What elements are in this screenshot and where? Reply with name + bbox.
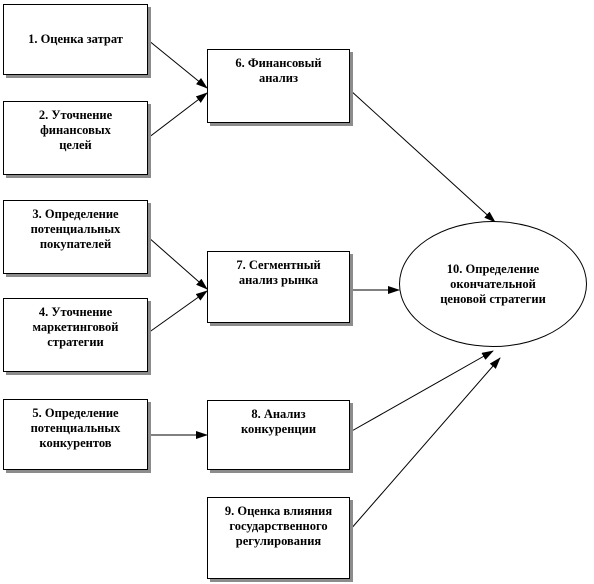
arrow-n4-to-n7 — [147, 290, 208, 334]
node-financial-analysis-label: 6. Финансовый анализ — [235, 56, 322, 85]
node-marketing-strategy-label: 4. Уточнение маркетинговой стратегии — [32, 305, 119, 349]
node-potential-competitors: 5. Определение потенциальных конкурентов — [3, 399, 148, 470]
arrow-n2-to-n6 — [147, 92, 208, 139]
node-potential-buyers: 3. Определение потенциальных покупателей — [3, 200, 148, 274]
node-government-regulation-label: 9. Оценка влияния государственного регул… — [224, 504, 333, 548]
arrow-n9-to-n10 — [349, 357, 501, 531]
node-potential-buyers-label: 3. Определение потенциальных покупателей — [30, 207, 121, 251]
node-market-segment-analysis-label: 7. Сегментный анализ рынка — [236, 258, 321, 287]
node-financial-analysis: 6. Финансовый анализ — [207, 49, 350, 123]
node-marketing-strategy: 4. Уточнение маркетинговой стратегии — [3, 298, 148, 372]
node-cost-estimation: 1. Оценка затрат — [3, 4, 148, 75]
arrow-n1-to-n6 — [147, 39, 208, 89]
node-competition-analysis-label: 8. Анализ конкуренции — [240, 407, 317, 436]
node-market-segment-analysis: 7. Сегментный анализ рынка — [207, 251, 350, 323]
node-final-pricing-strategy-label: 10. Определение окончательной ценовой ст… — [440, 261, 546, 306]
node-financial-goals: 2. Уточнение финансовых целей — [3, 101, 148, 175]
node-government-regulation: 9. Оценка влияния государственного регул… — [207, 497, 350, 579]
node-potential-competitors-label: 5. Определение потенциальных конкурентов — [30, 406, 121, 450]
arrow-n8-to-n10 — [349, 350, 494, 433]
arrow-n6-to-n10 — [349, 89, 496, 223]
arrow-n3-to-n7 — [147, 236, 208, 290]
node-final-pricing-strategy: 10. Определение окончательной ценовой ст… — [399, 221, 587, 347]
node-competition-analysis: 8. Анализ конкуренции — [207, 400, 350, 470]
node-cost-estimation-label: 1. Оценка затрат — [28, 32, 123, 46]
node-financial-goals-label: 2. Уточнение финансовых целей — [38, 108, 113, 152]
